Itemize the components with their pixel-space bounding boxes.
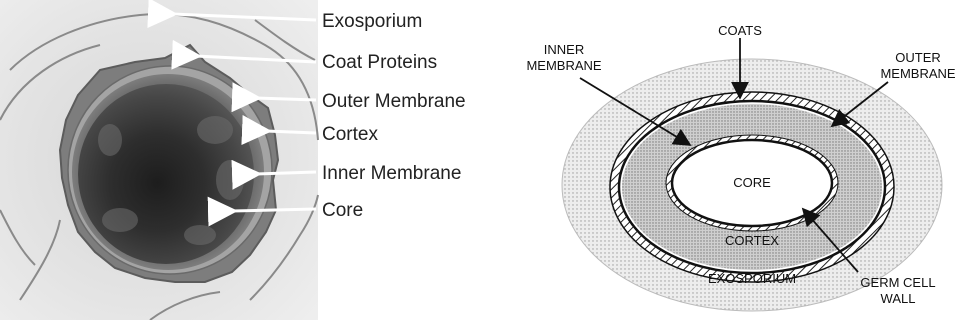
label-inner-membrane-line2: MEMBRANE [526,58,601,73]
label-exosporium: Exosporium [322,11,422,32]
label-germ-cell-wall-line2: WALL [881,291,916,306]
schematic-panel: COATS INNER MEMBRANE OUTER MEMBRANE CORE… [520,0,955,320]
arrow-outer-membrane [256,98,316,100]
label-cortex-schematic: CORTEX [725,233,779,248]
label-coat-proteins: Coat Proteins [322,52,437,73]
label-outer-membrane-line2: MEMBRANE [880,66,955,81]
label-core: Core [322,200,363,221]
label-exosporium-schematic: EXOSPORIUM [708,271,796,286]
micrograph-panel: Exosporium Coat Proteins Outer Membrane … [0,0,520,320]
label-inner-membrane-line1: INNER [544,42,584,57]
spore-micrograph: Exosporium Coat Proteins Outer Membrane … [0,0,520,320]
label-cortex: Cortex [322,124,378,145]
label-inner-membrane: Inner Membrane [322,163,461,184]
label-outer-membrane-line1: OUTER [895,50,941,65]
label-core-schematic: CORE [733,175,771,190]
spore-schematic: COATS INNER MEMBRANE OUTER MEMBRANE CORE… [520,0,955,320]
arrow-cortex [266,131,316,133]
label-outer-membrane: Outer Membrane [322,91,466,112]
arrow-core [232,209,316,211]
label-germ-cell-wall-line1: GERM CELL [860,275,935,290]
arrow-inner-membrane [256,172,316,174]
label-coats: COATS [718,23,762,38]
